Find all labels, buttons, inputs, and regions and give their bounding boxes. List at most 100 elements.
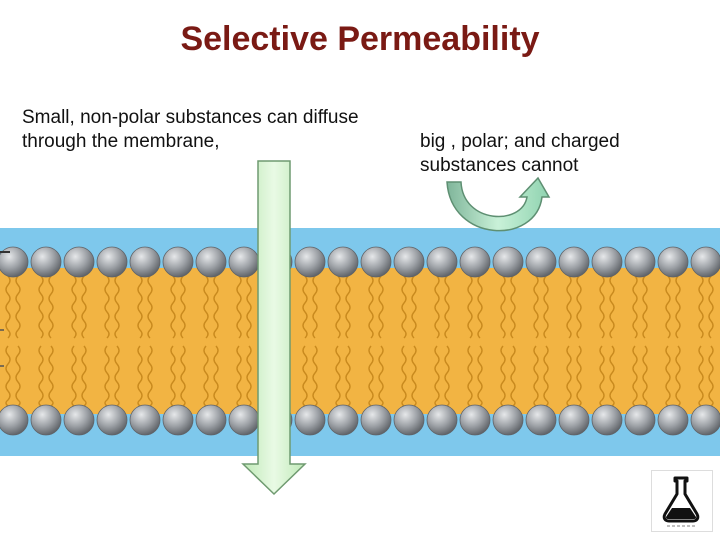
phospholipid-head [624, 404, 656, 436]
lipid-tail [236, 345, 242, 407]
lipid-tail [48, 275, 54, 339]
lipid-tail [665, 275, 671, 339]
lipid-tail [246, 275, 252, 339]
lipid-tail [180, 275, 186, 339]
lipid-tail [477, 345, 483, 407]
lipid-tail [444, 275, 450, 339]
phospholipid-head [525, 246, 557, 278]
lipid-tail [302, 275, 308, 339]
lipid-tail [302, 345, 308, 407]
slide-title: Selective Permeability [180, 20, 540, 58]
phospholipid-head [393, 404, 425, 436]
lipid-tail [378, 275, 384, 339]
lipid-tail [378, 345, 384, 407]
lipid-tail [599, 275, 605, 339]
phospholipid-head [525, 404, 557, 436]
phospholipid-head [492, 246, 524, 278]
lipid-tail [71, 345, 77, 407]
lipid-tail [533, 345, 539, 407]
lipid-tail [609, 275, 615, 339]
phospholipid-head [228, 404, 260, 436]
lipid-tail [566, 345, 572, 407]
lipid-tail [642, 275, 648, 339]
lipid-tail [170, 345, 176, 407]
lipid-tail [81, 345, 87, 407]
phospholipid-head [63, 404, 95, 436]
lipid-tail [632, 345, 638, 407]
lipid-tail [368, 275, 374, 339]
lipid-tail [675, 275, 681, 339]
lipid-tail [708, 275, 714, 339]
phospholipid-head [294, 246, 326, 278]
phospholipid-head [195, 246, 227, 278]
lipid-tail [38, 275, 44, 339]
phospholipid-head [96, 404, 128, 436]
lipid-tail [368, 345, 374, 407]
phospholipid-head [393, 246, 425, 278]
lipid-tail [576, 345, 582, 407]
lipid-tail [411, 345, 417, 407]
phospholipid-head [294, 404, 326, 436]
lipid-tail [104, 275, 110, 339]
lipid-tail [137, 345, 143, 407]
lipid-tail [15, 345, 21, 407]
phospholipid-head [360, 246, 392, 278]
phospholipid-head [459, 246, 491, 278]
phospholipid-head [591, 404, 623, 436]
lipid-tail [698, 345, 704, 407]
lipid-tail [147, 345, 153, 407]
phospholipid-head [0, 246, 29, 278]
phospholipid-head [657, 246, 689, 278]
impermeable-caption: big , polar; and charged substances cann… [420, 131, 620, 176]
lipid-tail [500, 345, 506, 407]
lipid-tail [170, 275, 176, 339]
lipid-tail [675, 345, 681, 407]
phospholipid-head [492, 404, 524, 436]
lipid-tail [665, 345, 671, 407]
lipid-tail [599, 345, 605, 407]
flask-icon [651, 470, 713, 532]
lipid-tail [335, 345, 341, 407]
lipid-tail [698, 275, 704, 339]
phospholipid-heads-bottom [0, 404, 720, 436]
lipid-tail [114, 345, 120, 407]
lipid-tail [477, 275, 483, 339]
lipid-tail [335, 275, 341, 339]
lipid-tail [203, 345, 209, 407]
phospholipid-head [690, 404, 720, 436]
phospholipid-head [195, 404, 227, 436]
phospholipid-head [657, 404, 689, 436]
lipid-tail [38, 345, 44, 407]
lipid-tail [246, 345, 252, 407]
diffusion-down-arrow [241, 160, 307, 496]
lipid-tail [467, 345, 473, 407]
phospholipid-head [624, 246, 656, 278]
permeable-caption: Small, non-polar substances can diffuse … [22, 107, 359, 152]
lipid-tail [543, 345, 549, 407]
phospholipid-head [327, 404, 359, 436]
phospholipid-head [426, 246, 458, 278]
phospholipid-head [558, 246, 590, 278]
phospholipid-head [426, 404, 458, 436]
lipid-tail [510, 345, 516, 407]
phospholipid-head [129, 404, 161, 436]
lipid-tail [576, 275, 582, 339]
lipid-tail [708, 345, 714, 407]
phospholipid-head [360, 404, 392, 436]
lipid-tail [104, 345, 110, 407]
lipid-tail [312, 275, 318, 339]
lipid-tail [444, 345, 450, 407]
lipid-tail [401, 275, 407, 339]
phospholipid-head [327, 246, 359, 278]
lipid-tail [15, 275, 21, 339]
lipid-tail [312, 345, 318, 407]
lipid-tail [5, 345, 11, 407]
phospholipid-head [591, 246, 623, 278]
lipid-tail [5, 275, 11, 339]
lipid-tail [434, 275, 440, 339]
lipid-tail [566, 275, 572, 339]
phospholipid-head [690, 246, 720, 278]
lipid-tail [609, 345, 615, 407]
lipid-tail [510, 275, 516, 339]
lipid-tail [114, 275, 120, 339]
